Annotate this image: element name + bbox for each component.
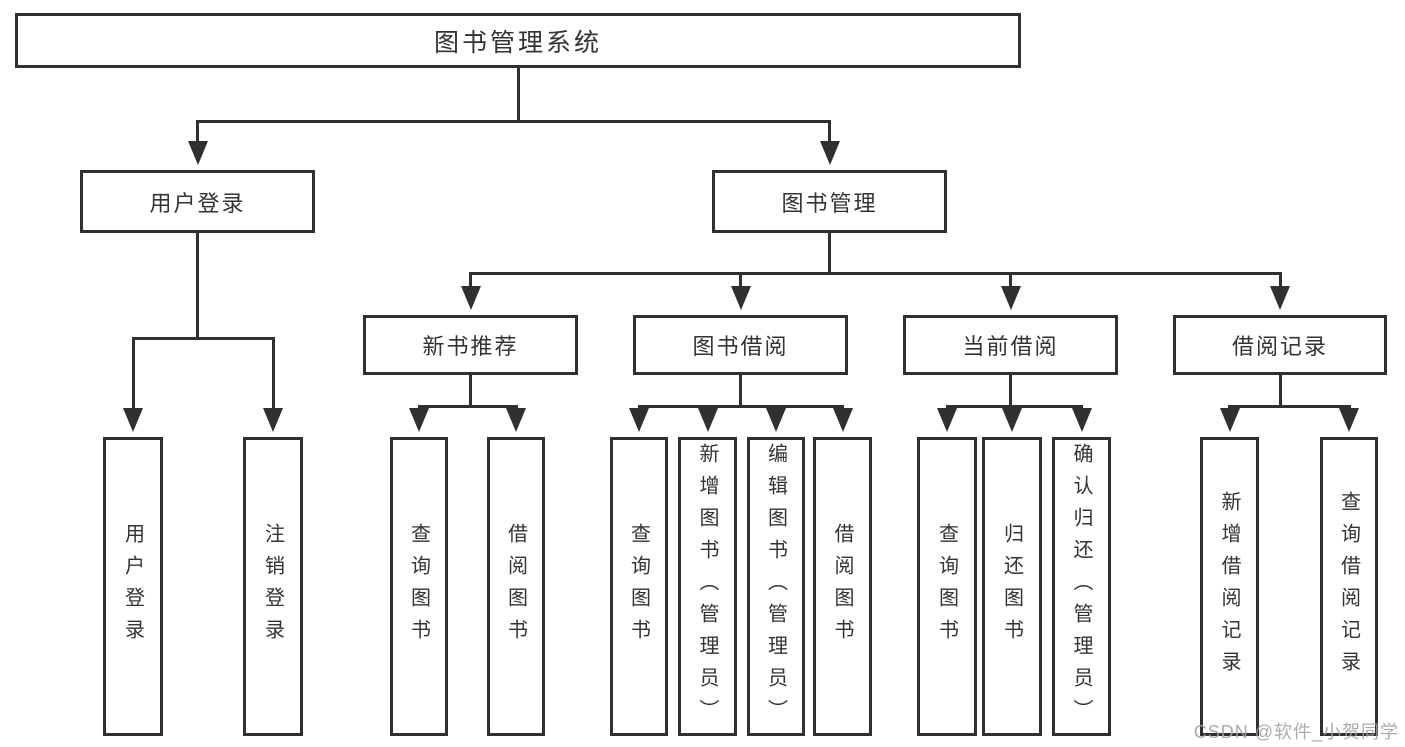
- arrowhead-down-icon: [1002, 408, 1022, 432]
- arrowhead-down-icon: [629, 408, 649, 432]
- arrowhead-down-icon: [1000, 286, 1021, 310]
- arrowhead-down-icon: [1339, 408, 1359, 432]
- connector-line: [469, 272, 472, 292]
- node-br-add-record: 新增借阅记录: [1200, 437, 1259, 736]
- connector-line: [131, 337, 135, 414]
- connector-line: [271, 337, 275, 414]
- connector-line: [131, 337, 275, 340]
- node-book-borrow: 图书借阅: [633, 315, 848, 375]
- node-cb-return-book: 归还图书: [982, 437, 1042, 736]
- node-user-login: 用户登录: [80, 170, 315, 233]
- connector-line: [945, 405, 1083, 408]
- node-current-borrow: 当前借阅: [903, 315, 1118, 375]
- arrowhead-down-icon: [819, 141, 840, 165]
- connector-line: [1009, 375, 1012, 408]
- node-new-book-rec: 新书推荐: [363, 315, 578, 375]
- arrowhead-down-icon: [409, 408, 429, 432]
- arrowhead-down-icon: [730, 286, 751, 310]
- arrowhead-down-icon: [937, 408, 957, 432]
- arrowhead-down-icon: [766, 408, 786, 432]
- node-borrow-records: 借阅记录: [1173, 315, 1387, 375]
- node-logout-action: 注销登录: [243, 437, 303, 736]
- arrowhead-down-icon: [187, 141, 208, 165]
- connector-line: [196, 120, 831, 123]
- connector-line: [1009, 272, 1012, 292]
- node-cb-query-book: 查询图书: [917, 437, 977, 736]
- connector-line: [739, 272, 742, 292]
- node-bb-query-book: 查询图书: [610, 437, 668, 736]
- node-rec-borrow-book: 借阅图书: [487, 437, 545, 736]
- connector-line: [196, 120, 199, 147]
- arrowhead-down-icon: [832, 408, 853, 432]
- arrowhead-down-icon: [123, 408, 143, 432]
- connector-line: [516, 68, 520, 123]
- arrowhead-down-icon: [1270, 286, 1290, 310]
- node-root: 图书管理系统: [15, 13, 1021, 68]
- arrowhead-down-icon: [506, 408, 526, 432]
- connector-line: [739, 375, 742, 408]
- csdn-watermark: CSDN @软件_小贺同学: [1193, 722, 1399, 742]
- arrowhead-down-icon: [263, 408, 283, 432]
- connector-line: [196, 233, 199, 340]
- connector-line: [417, 405, 518, 408]
- arrowhead-down-icon: [1071, 408, 1092, 432]
- arrowhead-down-icon: [460, 286, 481, 310]
- arrowhead-down-icon: [1219, 408, 1240, 432]
- node-rec-query-book: 查询图书: [390, 437, 448, 736]
- connector-line: [637, 405, 844, 408]
- node-bb-add-book: 新增图书（管理员）: [678, 437, 737, 736]
- arrowhead-down-icon: [697, 408, 718, 432]
- node-bb-edit-book: 编辑图书（管理员）: [747, 437, 805, 736]
- node-br-query-record: 查询借阅记录: [1320, 437, 1378, 736]
- connector-line: [469, 272, 1282, 275]
- node-book-mgmt: 图书管理: [712, 170, 947, 233]
- node-login-action: 用户登录: [103, 437, 163, 736]
- connector-line: [1278, 272, 1282, 292]
- connector-line: [469, 375, 472, 408]
- connector-line: [828, 233, 831, 275]
- connector-line: [828, 120, 831, 147]
- node-cb-confirm-return: 确认归还（管理员）: [1052, 437, 1111, 736]
- connector-line: [1228, 405, 1351, 408]
- connector-line: [1278, 375, 1282, 408]
- node-bb-borrow-book: 借阅图书: [813, 437, 872, 736]
